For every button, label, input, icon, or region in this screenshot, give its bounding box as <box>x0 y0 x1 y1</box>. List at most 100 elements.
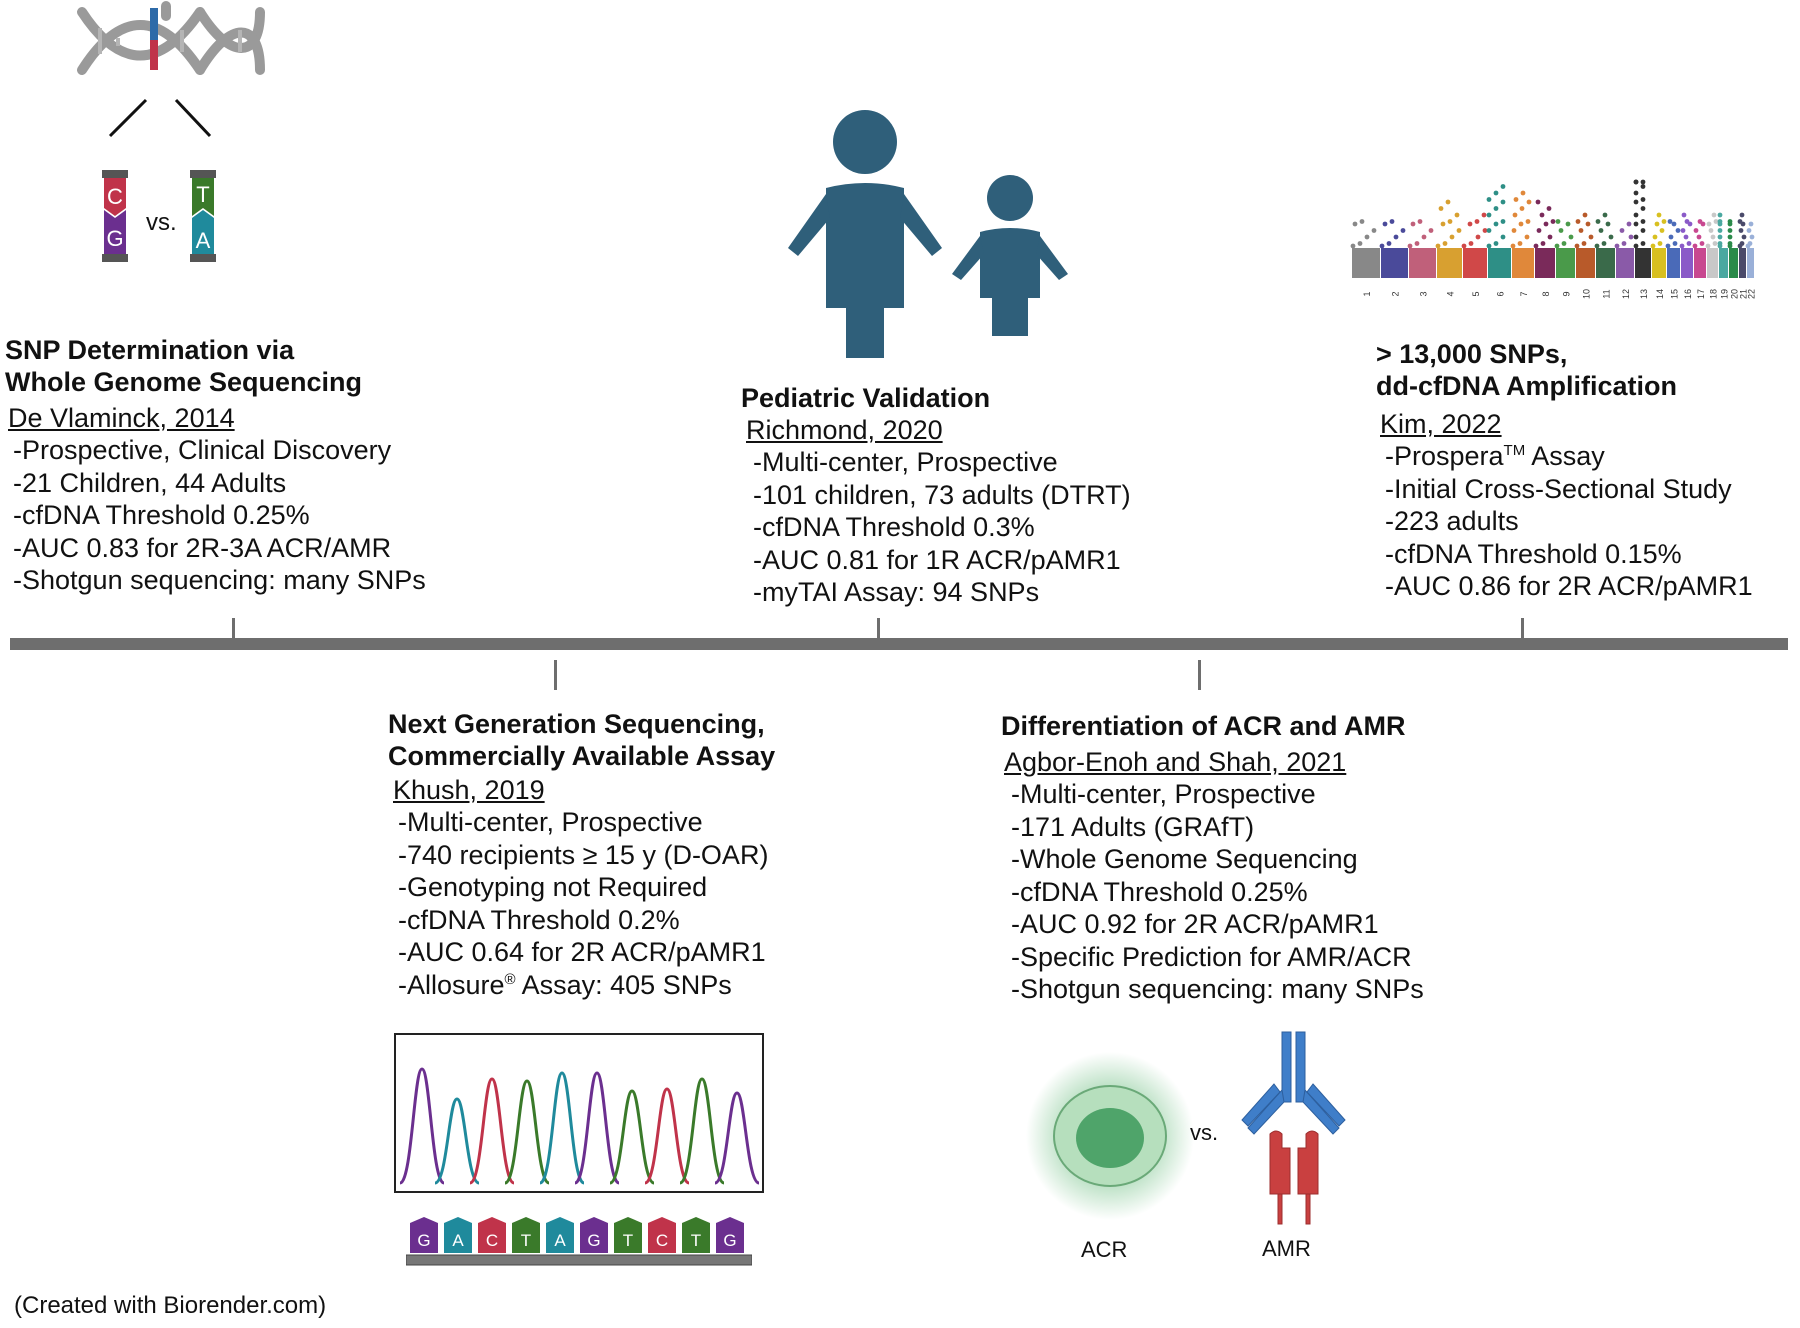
base-label: T <box>521 1231 531 1250</box>
event-detail: -Multi-center, Prospective <box>753 447 1058 477</box>
snp-point <box>1382 221 1388 227</box>
snp-point <box>1654 221 1660 227</box>
event-detail: -cfDNA Threshold 0.3% <box>753 512 1035 542</box>
snp-point <box>1741 234 1747 240</box>
snp-point <box>1493 241 1499 246</box>
snp-point <box>1565 221 1571 227</box>
snp-point <box>1585 221 1591 227</box>
snp-point <box>1445 199 1451 205</box>
snp-point <box>1749 234 1755 240</box>
event-detail: -101 children, 73 adults (DTRT) <box>753 479 1131 510</box>
chromosome-tick-label: 10 <box>1582 289 1592 299</box>
snp-point <box>1708 228 1714 233</box>
chromatogram-peak <box>573 1071 621 1185</box>
amr-label: AMR <box>1262 1236 1311 1261</box>
event-title-line: SNP Determination via <box>5 335 295 365</box>
chromosome-band <box>1707 248 1718 278</box>
event-detail: -Whole Genome Sequencing <box>1011 844 1358 874</box>
snp-point <box>1513 197 1519 202</box>
snp-point <box>1614 243 1620 249</box>
snp-point <box>1713 219 1719 224</box>
event-detail-assay: -ProsperaTM Assay <box>1385 441 1605 471</box>
chromatogram-peak <box>609 1089 655 1185</box>
snp-comparison-icon: C G vs. T A <box>102 170 216 262</box>
snp-point <box>1410 221 1416 227</box>
chromosome-tick-label: 20 <box>1730 289 1740 299</box>
snp-point <box>1517 241 1523 246</box>
snp-point <box>1717 234 1723 240</box>
snp-point <box>1481 212 1487 218</box>
snp-point <box>1486 197 1492 202</box>
base-label: G <box>417 1231 430 1250</box>
snp-point <box>1574 243 1580 249</box>
base-label: G <box>587 1231 600 1250</box>
snp-point <box>1656 212 1662 218</box>
chromosome-tick-label: 18 <box>1709 289 1719 299</box>
footnote: (Created with Biorender.com) <box>14 1292 327 1319</box>
chromosome-band <box>1729 248 1738 278</box>
event-detail: -Genotyping not Required <box>398 872 708 902</box>
snp-point <box>1692 243 1698 249</box>
event-detail: -Specific Prediction for AMR/ACR <box>1011 941 1412 972</box>
snp-point <box>1449 234 1455 240</box>
chromosome-tick-label: 21 <box>1739 289 1749 299</box>
base-block <box>580 1217 608 1253</box>
event-citation: De Vlaminck, 2014 <box>8 403 235 433</box>
snp-point <box>1626 221 1632 227</box>
snp-point <box>1657 241 1663 246</box>
event-detail: -AUC 0.86 for 2R ACR/pAMR1 <box>1385 571 1753 601</box>
event-citation: Richmond, 2020 <box>746 415 943 445</box>
person-child-icon <box>952 175 1068 336</box>
snp-point <box>1633 179 1639 185</box>
snp-point <box>1633 199 1639 205</box>
snp-point <box>1679 243 1685 249</box>
snp-point <box>1619 228 1625 233</box>
chromosome-tick-label: 17 <box>1696 289 1706 299</box>
snp-point <box>1578 228 1584 233</box>
snp-point <box>1652 234 1658 240</box>
snp-point <box>1748 221 1754 227</box>
snp-point <box>1595 219 1601 224</box>
snp-point <box>1393 234 1399 240</box>
base-label: T <box>691 1231 701 1250</box>
snp-point <box>1520 190 1526 196</box>
chromosome-tick-label: 15 <box>1670 289 1680 299</box>
snp-point <box>1435 243 1441 249</box>
snp-point <box>1693 228 1699 233</box>
snp-point <box>1710 234 1716 240</box>
chromosome-tick-label: 1 <box>1362 291 1372 296</box>
base-t-shape <box>192 178 214 216</box>
event-title-line: Pediatric Validation <box>741 383 991 413</box>
snp-point <box>1379 243 1385 249</box>
event-detail: -myTAI Assay: 94 SNPs <box>753 577 1040 607</box>
snp-point <box>1671 221 1677 227</box>
chromosome-band <box>1616 248 1634 278</box>
chromosome-tick-label: 14 <box>1655 289 1665 299</box>
snp-point <box>1633 234 1639 240</box>
base-block <box>410 1217 438 1253</box>
snp-point <box>1486 212 1492 218</box>
snp-point <box>1640 228 1646 233</box>
base-block <box>682 1217 710 1253</box>
snp-point <box>1717 219 1723 224</box>
snp-point <box>1414 241 1420 246</box>
snp-point <box>1364 234 1370 240</box>
event-title-line: Differentiation of ACR and AMR <box>1001 711 1406 741</box>
snp-point <box>1711 212 1717 218</box>
snp-point <box>1535 199 1541 205</box>
chromatogram-peak <box>469 1077 515 1185</box>
snp-point <box>1598 228 1604 233</box>
snp-point <box>1727 234 1733 240</box>
snp-point <box>1684 219 1690 224</box>
event-de-vlaminck-2014: SNP Determination via Whole Genome Seque… <box>5 334 426 597</box>
chromosome-band <box>1635 248 1651 278</box>
snp-point <box>1680 228 1686 233</box>
event-detail: -Shotgun sequencing: many SNPs <box>13 565 426 595</box>
snp-point <box>1454 212 1460 218</box>
snp-point <box>1727 228 1733 233</box>
snp-point <box>1633 212 1639 218</box>
snp-point <box>1468 241 1474 246</box>
snp-point <box>1588 234 1594 240</box>
base-a-shape <box>192 210 214 254</box>
